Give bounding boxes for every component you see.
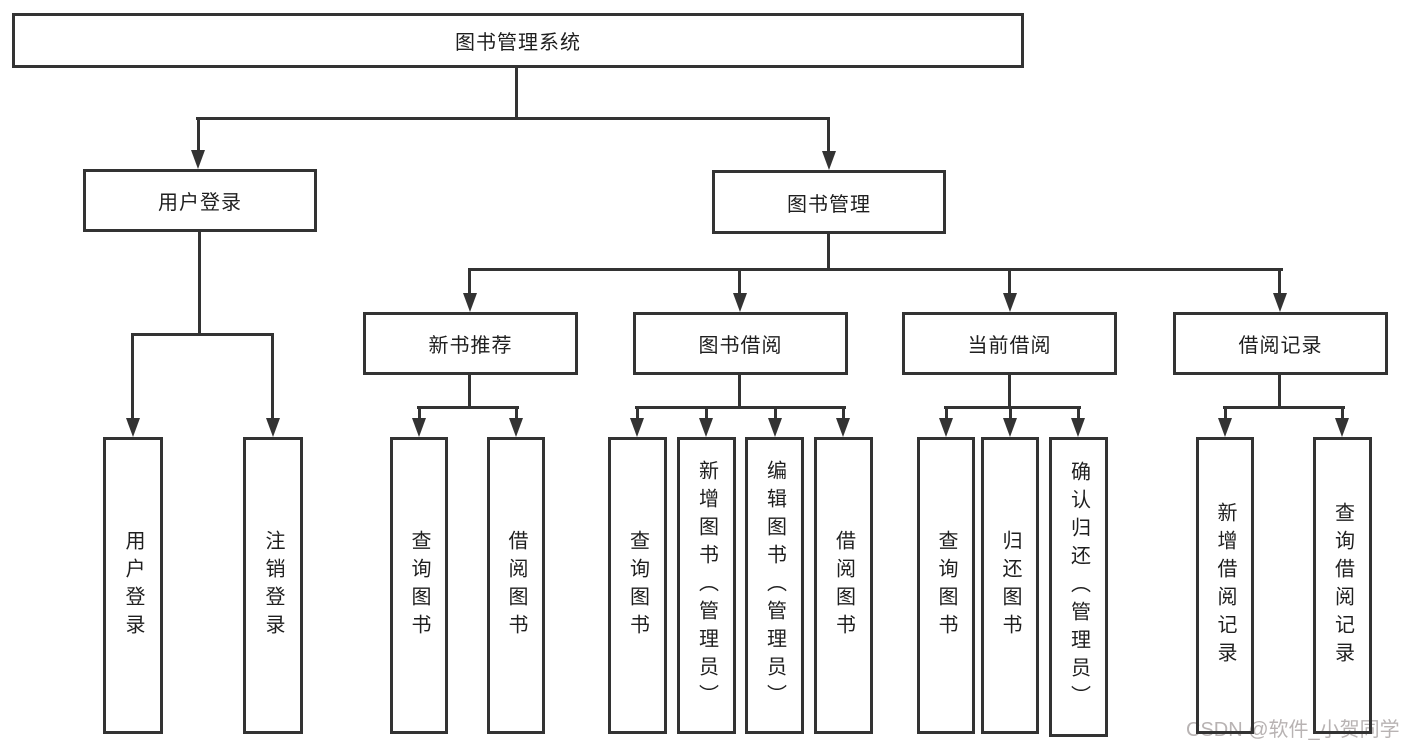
leaf-confirm-return-admin: 确认归还（管理员） [1049, 437, 1108, 737]
connector-line [636, 406, 639, 420]
connector-line [196, 117, 830, 120]
arrow-down-icon [1335, 418, 1349, 437]
connector-line [738, 373, 741, 408]
connector-line [468, 373, 471, 408]
leaf-logout: 注销登录 [243, 437, 303, 734]
leaf-current-query-book: 查询图书 [917, 437, 975, 734]
connector-line [197, 117, 200, 152]
leaf-label: 新增图书（管理员） [695, 459, 718, 712]
leaf-label: 新增借阅记录 [1214, 501, 1236, 670]
connector-line [1278, 268, 1281, 295]
connector-line [1341, 406, 1344, 420]
leaf-label: 查询图书 [626, 529, 649, 642]
connector-line [827, 117, 830, 153]
leaf-recommend-query-book: 查询图书 [390, 437, 448, 734]
connector-line [418, 406, 421, 420]
arrow-down-icon [1003, 418, 1017, 437]
connector-line [515, 406, 518, 420]
leaf-label: 借阅图书 [505, 529, 527, 642]
connector-line [131, 333, 134, 420]
arrow-down-icon [822, 151, 836, 170]
leaf-label: 查询图书 [408, 529, 430, 642]
arrow-down-icon [768, 418, 782, 437]
leaf-label: 借阅图书 [832, 529, 855, 642]
connector-line [1278, 373, 1281, 408]
node-label: 图书借阅 [698, 335, 783, 357]
connector-line [635, 406, 846, 409]
leaf-borrow-book: 借阅图书 [814, 437, 873, 734]
connector-line [271, 333, 274, 420]
node-label: 借阅记录 [1238, 335, 1323, 357]
node-user-login: 用户登录 [83, 169, 317, 232]
leaf-label: 注销登录 [262, 529, 284, 642]
connector-line [1223, 406, 1345, 409]
node-label: 图书管理系统 [455, 32, 581, 54]
leaf-label: 归还图书 [999, 529, 1021, 642]
connector-line [417, 406, 519, 409]
arrow-down-icon [191, 150, 205, 169]
connector-line [1008, 268, 1011, 295]
arrow-down-icon [630, 418, 644, 437]
arrow-down-icon [939, 418, 953, 437]
arrow-down-icon [463, 293, 477, 312]
node-label: 用户登录 [158, 192, 242, 214]
connector-line [1077, 406, 1080, 420]
leaf-label: 确认归还（管理员） [1067, 461, 1090, 713]
leaf-label: 查询借阅记录 [1331, 501, 1354, 670]
arrow-down-icon [412, 418, 426, 437]
node-current-borrow: 当前借阅 [902, 312, 1117, 375]
leaf-query-borrow-record: 查询借阅记录 [1313, 437, 1372, 734]
node-label: 图书管理 [787, 193, 871, 216]
connector-line [515, 67, 518, 118]
leaf-label: 用户登录 [122, 529, 144, 642]
leaf-label: 编辑图书（管理员） [763, 459, 786, 712]
connector-line [468, 268, 1283, 271]
arrow-down-icon [126, 418, 140, 437]
connector-line [945, 406, 948, 420]
arrow-down-icon [1273, 293, 1287, 312]
arrow-down-icon [509, 418, 523, 437]
connector-line [705, 406, 708, 420]
leaf-return-book: 归还图书 [981, 437, 1039, 734]
leaf-label: 查询图书 [935, 529, 957, 642]
connector-line [944, 406, 1081, 409]
arrow-down-icon [1218, 418, 1232, 437]
arrow-down-icon [1071, 418, 1085, 437]
node-new-book-recommend: 新书推荐 [363, 312, 578, 375]
node-label: 当前借阅 [967, 335, 1052, 357]
node-borrow-record: 借阅记录 [1173, 312, 1388, 375]
node-book-borrow: 图书借阅 [633, 312, 848, 375]
arrow-down-icon [1003, 293, 1017, 312]
connector-line [1009, 406, 1012, 420]
node-label: 新书推荐 [428, 335, 513, 357]
node-library-management-system: 图书管理系统 [12, 13, 1024, 68]
connector-line [774, 406, 777, 420]
connector-line [131, 333, 274, 336]
arrow-down-icon [733, 293, 747, 312]
leaf-add-book-admin: 新增图书（管理员） [677, 437, 736, 734]
connector-line [1008, 373, 1011, 408]
connector-line [468, 268, 471, 295]
connector-line [842, 406, 845, 420]
connector-line [198, 231, 201, 335]
leaf-user-login: 用户登录 [103, 437, 163, 734]
arrow-down-icon [266, 418, 280, 437]
leaf-borrow-query-book: 查询图书 [608, 437, 667, 734]
connector-line [827, 233, 830, 271]
leaf-edit-book-admin: 编辑图书（管理员） [745, 437, 804, 734]
csdn-watermark: CSDN @软件_小贺同学 [1186, 719, 1400, 741]
leaf-recommend-borrow-book: 借阅图书 [487, 437, 545, 734]
connector-line [738, 268, 741, 295]
arrow-down-icon [699, 418, 713, 437]
arrow-down-icon [836, 418, 850, 437]
leaf-add-borrow-record: 新增借阅记录 [1196, 437, 1254, 734]
connector-line [1224, 406, 1227, 420]
node-book-management: 图书管理 [712, 170, 946, 234]
